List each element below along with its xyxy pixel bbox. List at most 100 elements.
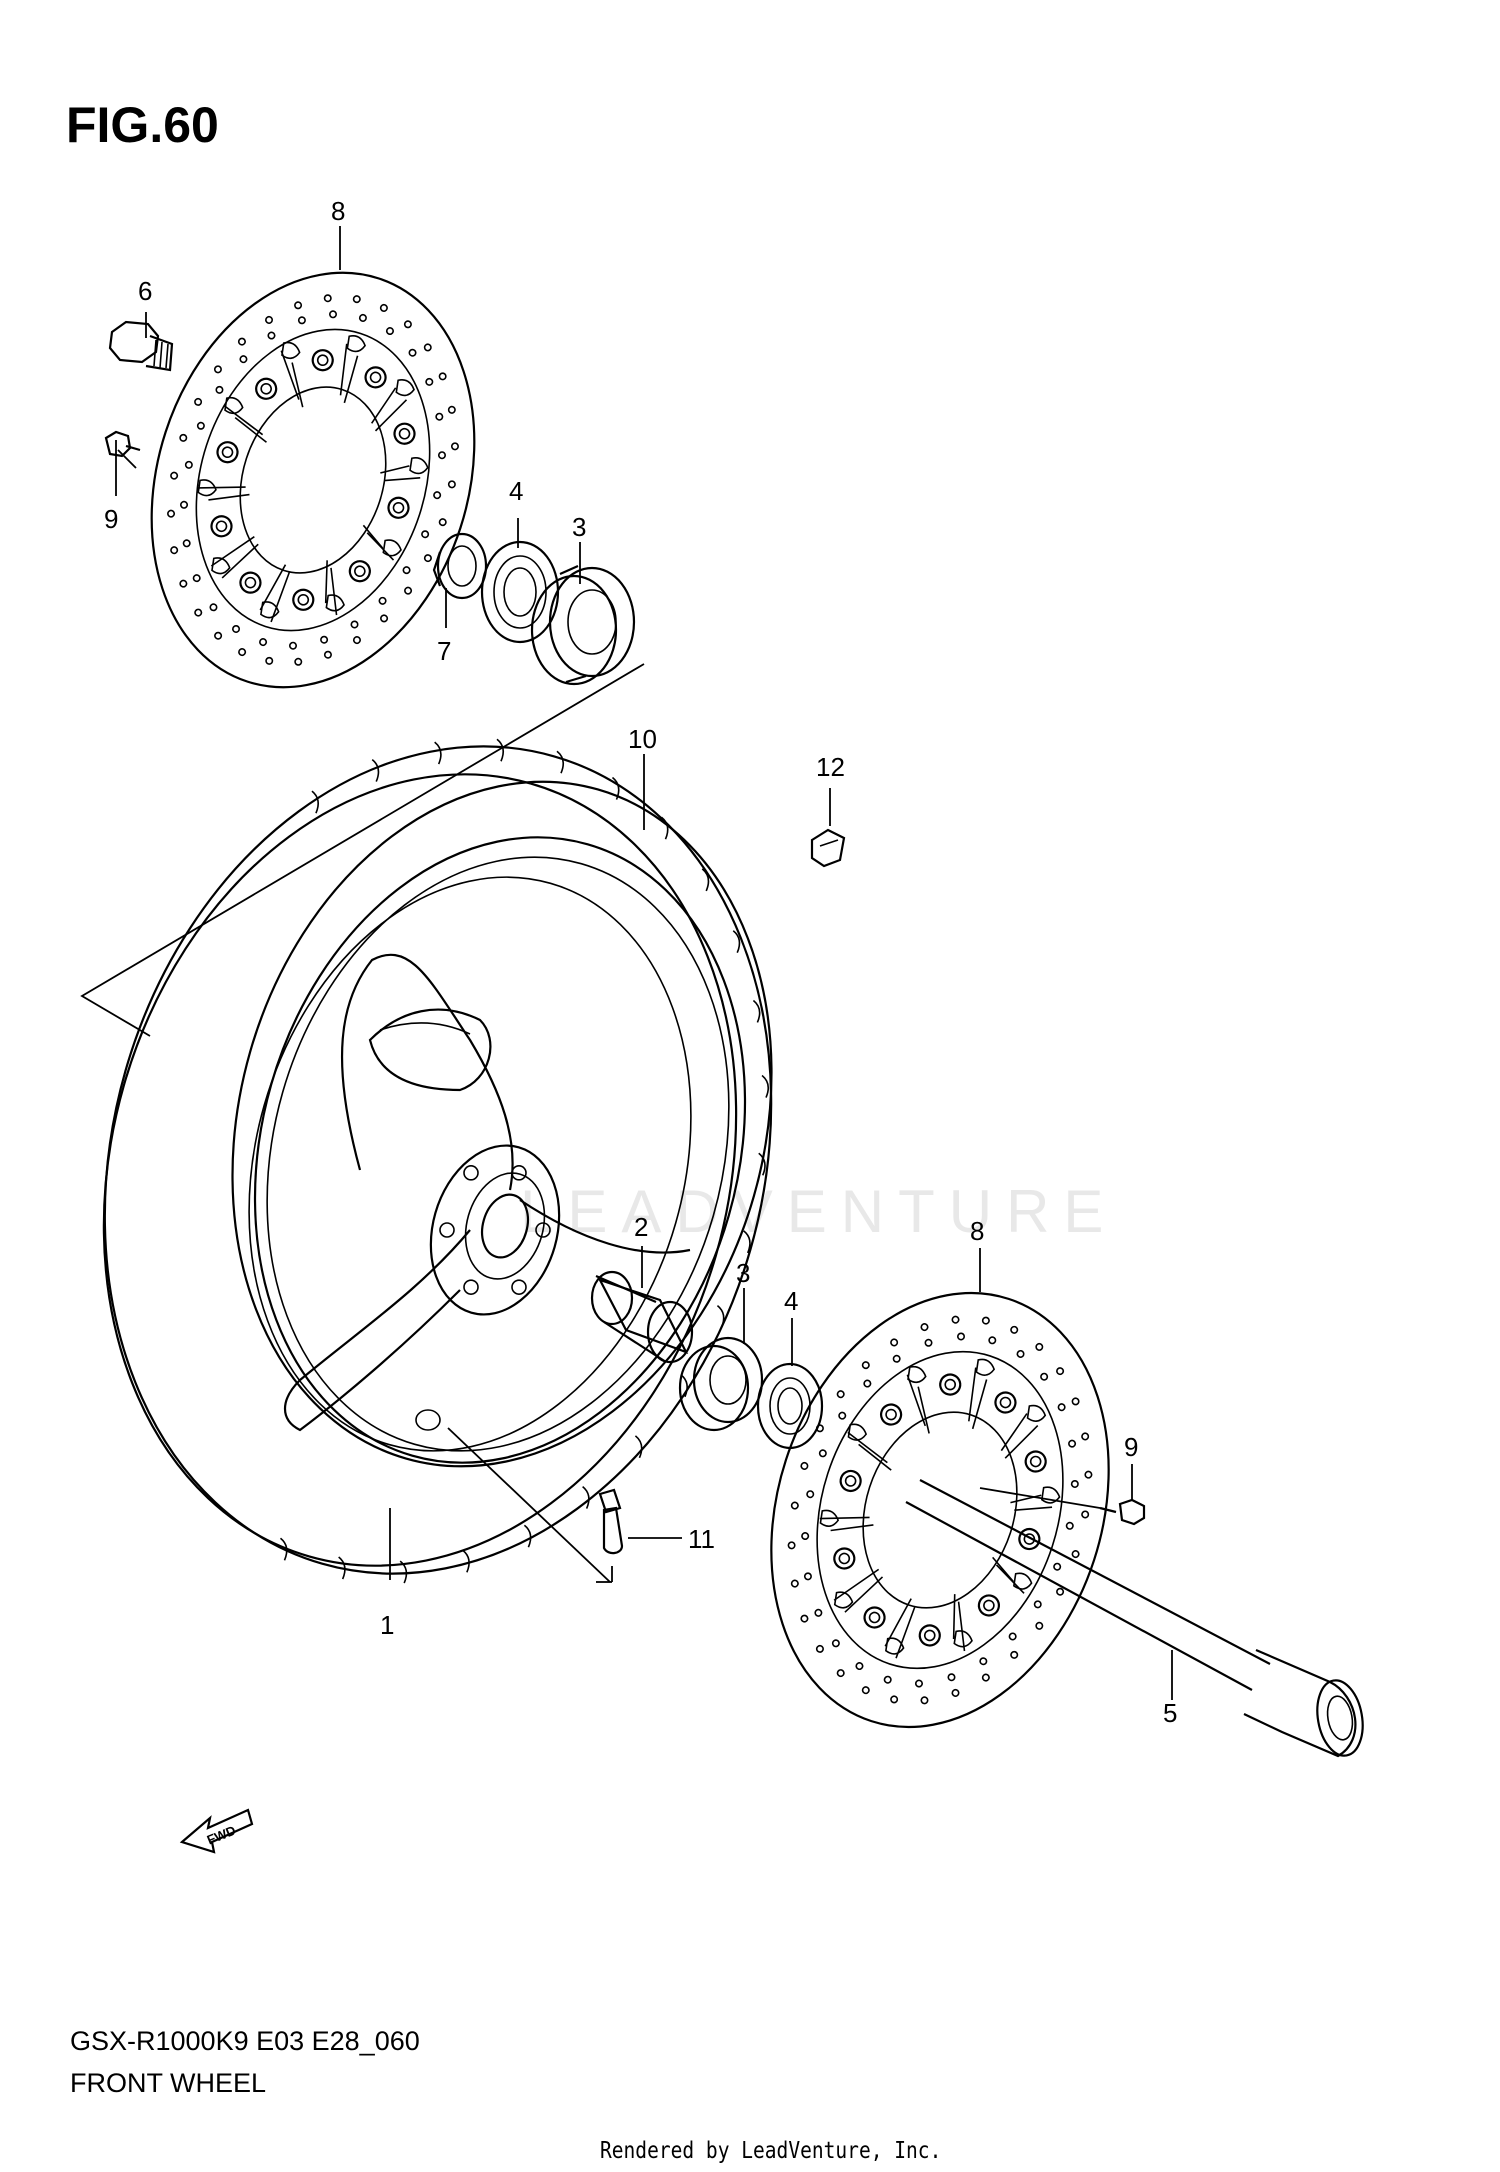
upper-disc-vent-hole [421,530,430,539]
oil-seal-lower [756,1362,824,1450]
lower-disc-carrier-arm [968,1367,988,1430]
upper-disc-carrier-arm [210,536,259,579]
lower-disc-vent-hole [836,1390,845,1399]
upper-disc-vent-hole [213,365,222,374]
credit-line: Rendered by LeadVenture, Inc. [600,2138,942,2164]
upper-disc-carrier-arm [197,486,250,501]
callout-1: 1 [380,1610,394,1640]
lower-disc-slot [847,1423,868,1441]
callout-3-lower: 3 [736,1258,750,1288]
lower-disc-carrier-arm [1000,1413,1039,1459]
lower-disc-bobbin-inner [1029,1455,1042,1468]
hub-bolt-hole [511,1165,527,1181]
upper-disc-vent-hole [402,566,411,575]
callout-8-upper: 8 [331,196,345,226]
upper-disc-bobbin [364,366,387,389]
lower-disc-bobbin [977,1594,1001,1617]
lower-disc-vent-hole [815,1424,824,1433]
tread-groove [732,930,741,954]
upper-disc-carrier-arm [370,387,408,432]
hub-bolt-hole [463,1165,479,1181]
upper-disc-bobbin-inner [392,501,405,514]
tread-groove [680,1374,688,1398]
lower-disc-vent-hole [790,1579,799,1588]
tread-groove [311,790,320,814]
lower-disc-slot [819,1509,840,1527]
upper-disc-vent-hole [214,631,223,640]
upper-disc-vent-hole [232,624,241,633]
lower-disc-vent-hole [806,1490,815,1499]
lower-disc-vent-hole [831,1639,840,1648]
lower-disc-slot [1040,1486,1061,1504]
lower-disc-vent-hole [1035,1342,1044,1351]
upper-disc-vent-hole [352,295,361,304]
valve [415,1409,624,1555]
lower-disc-vent-hole [890,1695,899,1704]
lower-disc-carrier-arm [906,1374,930,1434]
lower-disc-vent-hole [1070,1479,1079,1488]
lower-disc-bobbin-inner [923,1629,936,1642]
callout-5: 5 [1163,1698,1177,1728]
lower-disc-bobbin [939,1373,962,1396]
lower-disc-vent-hole [787,1541,796,1550]
upper-disc-vent-hole [259,638,268,647]
tread-groove [611,776,620,800]
upper-disc-vent-hole [433,491,442,500]
upper-disc-bobbin [348,560,371,583]
lower-disc-vent-hole [1035,1621,1044,1630]
upper-disc-carrier-arm [324,560,338,616]
upper-disc-slot [224,396,244,415]
lower-disc-vent-hole [951,1315,960,1324]
callout-3-upper: 3 [572,512,586,542]
tread-groove [660,816,669,840]
upper-disc-vent-hole [450,442,459,451]
tread-groove [758,1152,766,1176]
lower-disc-vent-hole [801,1532,810,1541]
upper-disc-bobbin-inner [244,576,257,589]
lower-disc-vent-hole [892,1354,901,1363]
section-name: FRONT WHEEL [70,2068,267,2098]
upper-disc-bobbin [387,496,410,519]
upper-disc-bobbin [311,349,334,372]
lower-disc-slot [975,1358,996,1376]
tread-groove [399,1560,408,1584]
lower-disc-vent-hole [855,1662,864,1671]
callout-11: 11 [688,1524,715,1554]
forward-arrow-icon: FWD [179,1808,254,1854]
upper-disc-carrier-arm [280,350,304,408]
upper-disc-vent-hole [170,546,179,555]
tread-groove [556,750,565,774]
upper-disc-vent-hole [209,603,218,612]
lower-disc-vent-hole [1057,1403,1066,1412]
upper-disc-vent-hole [182,539,191,548]
upper-disc-bobbin-inner [369,371,382,384]
oil-seal-upper [480,540,560,644]
upper-disc-vent-hole [179,433,188,442]
upper-disc-vent-hole [435,412,444,421]
upper-disc-vent-hole [447,405,456,414]
callout-leaders [115,226,1173,1700]
upper-disc-vent-hole [423,554,432,563]
lower-disc-vent-hole [1033,1600,1042,1609]
lower-disc-bobbin [833,1547,856,1570]
lower-disc-carrier-arm [833,1568,884,1613]
upper-disc-vent-hole [179,579,188,588]
tread-groove [279,1537,288,1561]
front-axle [905,1479,1364,1758]
lower-disc-bobbin [879,1403,903,1426]
upper-disc-vent-hole [447,480,456,489]
lower-disc-vent-hole [951,1688,960,1697]
lower-disc-vent-hole [1056,1587,1065,1596]
tread-groove [462,1549,470,1573]
upper-disc-vent-hole [408,348,417,357]
lower-disc-bobbin [1018,1527,1041,1551]
wheel-rim [248,836,747,1464]
lower-disc-vent-hole [981,1316,990,1325]
upper-disc-vent-hole [192,574,201,583]
upper-disc-bobbin-inner [354,565,366,578]
upper-disc-vent-hole [438,372,447,381]
upper-disc-bobbin [210,515,233,538]
lower-disc-vent-hole [861,1361,870,1370]
hub-bolt-hole [511,1279,527,1295]
lower-disc-slot [1026,1404,1047,1422]
